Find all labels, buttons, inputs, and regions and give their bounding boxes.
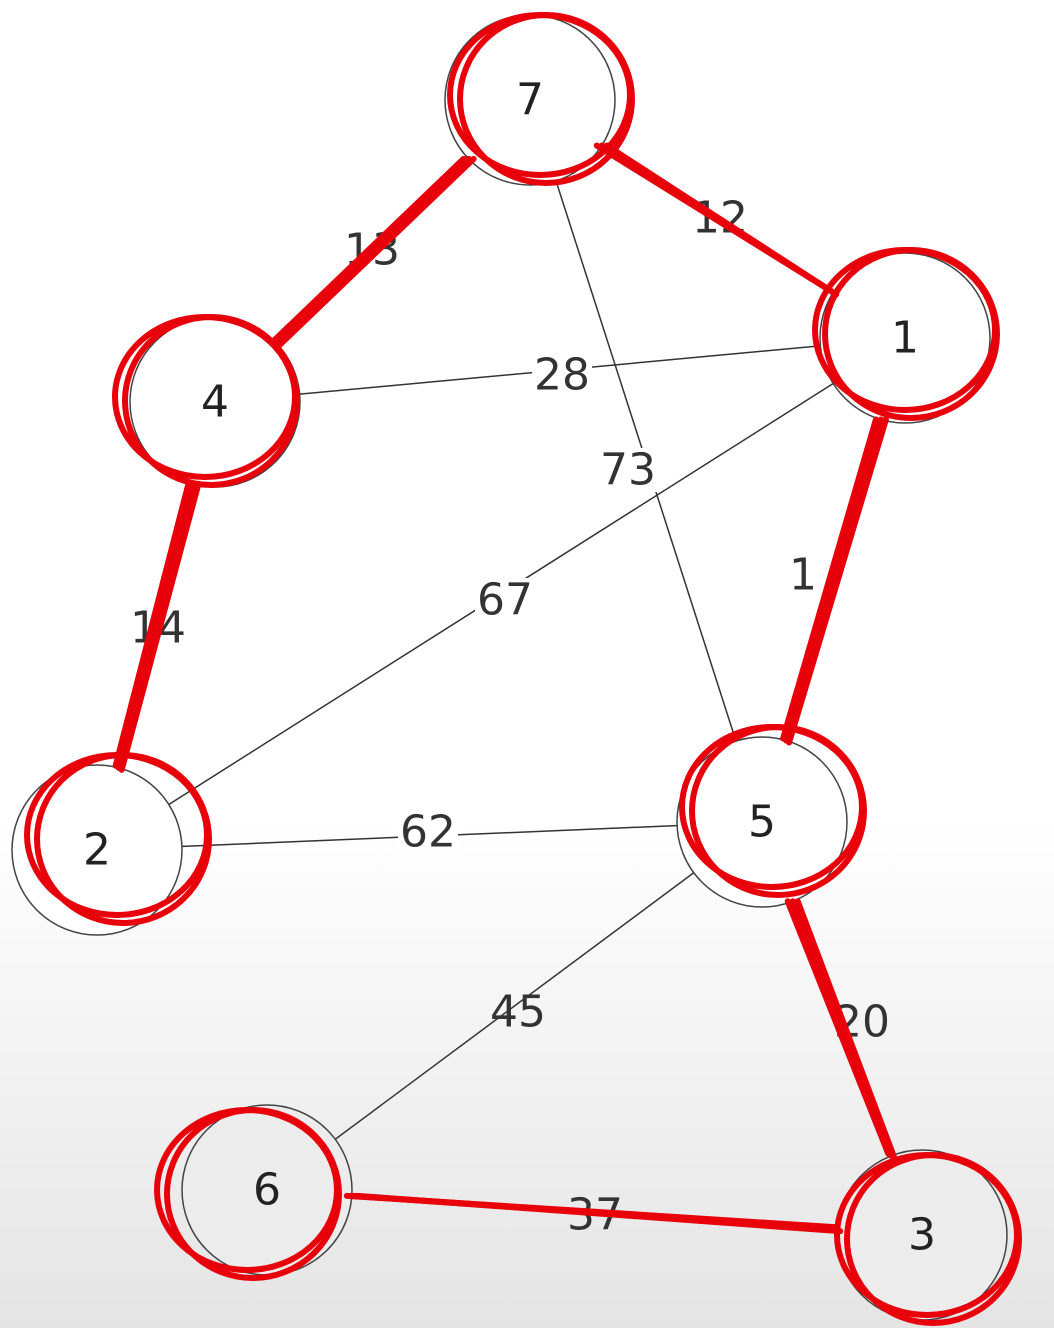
annotation-stroke-4-2 (115, 481, 197, 771)
annotation-circle-4 (122, 314, 300, 488)
edge-5-6 (266, 821, 763, 1191)
node-label: 1 (891, 313, 919, 364)
node-label: 2 (83, 825, 111, 876)
annotation-stroke-7-4 (270, 155, 467, 345)
annotation-circle-1 (822, 247, 1000, 421)
edge-label-bg (475, 578, 535, 622)
node-label: 6 (253, 1165, 281, 1216)
edge-label-bg (598, 448, 658, 492)
annotation-circle-6 (164, 1107, 342, 1281)
node-label: 3 (908, 1210, 936, 1261)
annotation-circle-7 (457, 12, 635, 186)
edge-weight-label: 73 (600, 445, 656, 496)
annotation-circle-3 (844, 1152, 1022, 1326)
annotation-stroke-1-5 (786, 416, 889, 746)
node-label: 7 (516, 75, 544, 126)
edge-weight-label: 45 (490, 987, 546, 1038)
node-label: 5 (748, 797, 776, 848)
node-label: 4 (201, 377, 229, 428)
node-5 (676, 736, 848, 908)
edge-weight-label: 28 (534, 350, 590, 401)
annotation-stroke-7-4 (276, 155, 477, 349)
annotation-circle-5 (689, 724, 867, 898)
annotation-stroke-1-5 (783, 416, 884, 744)
edge-weight-label: 62 (400, 807, 456, 858)
annotation-stroke-5-3 (794, 898, 898, 1161)
edge-weight-label: 67 (477, 575, 533, 626)
annotation-stroke-7-4 (273, 155, 472, 347)
annotation-stroke-1-5 (780, 416, 879, 742)
annotation-stroke-4-2 (112, 481, 192, 769)
annotation-stroke-4-2 (118, 481, 202, 773)
annotation-stroke-7-1 (603, 142, 840, 298)
edge-weight-label: 1 (789, 550, 817, 601)
edge-label-bg (398, 810, 458, 854)
annotation-stroke-6-3 (353, 1192, 844, 1235)
edge-label-bg (773, 553, 833, 597)
edge-label-bg (532, 353, 592, 397)
